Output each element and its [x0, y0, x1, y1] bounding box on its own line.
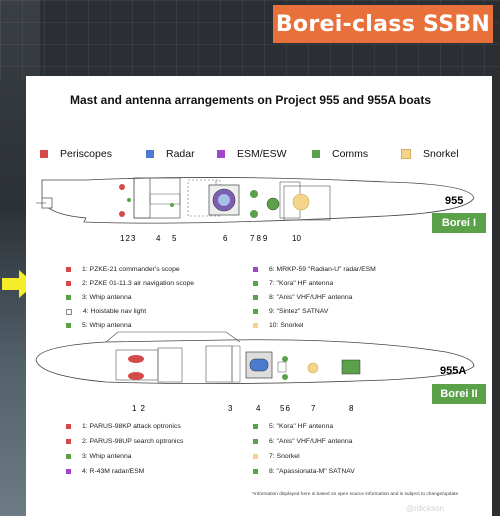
legend: Periscopes Radar ESM/ESW Comms Snorkel [40, 148, 480, 162]
boat2-num-12: 12 [132, 404, 149, 413]
mast-8-satnav [341, 359, 361, 375]
legend-swatch [146, 150, 154, 158]
boat2-num-56: 56 [280, 404, 291, 413]
list-item: 5: Whip antenna [66, 322, 132, 329]
mast-1-periscope [119, 184, 125, 190]
list-marker [66, 308, 72, 315]
boat1-class-tag: Borei I [432, 213, 486, 233]
boat1-num-4: 4 [156, 234, 161, 243]
footnote: *Information displayed here is based on … [252, 492, 459, 497]
list-item: 6: "Anis" VHF/UHF antenna [253, 438, 352, 445]
list-marker [66, 424, 71, 429]
list-marker [66, 295, 71, 300]
legend-item-radar: Radar [146, 148, 195, 160]
list-marker [253, 424, 258, 429]
list-marker [253, 309, 258, 314]
boat-955a-diagram [35, 331, 475, 384]
legend-label: Snorkel [423, 148, 459, 160]
list-item: 8: "Apassionata-M" SATNAV [253, 468, 355, 475]
list-marker [66, 323, 71, 328]
list-item: 4: Hoistable nav light [66, 308, 146, 315]
list-item: 1: PZKE-21 commander's scope [66, 266, 180, 273]
mast-5-whip [170, 203, 174, 207]
panel-title: Mast and antenna arrangements on Project… [70, 93, 431, 107]
list-item: 8: "Anis" VHF/UHF antenna [253, 294, 352, 301]
boat1-num-10: 10 [292, 234, 301, 243]
list-marker [253, 281, 258, 286]
watermark: @rdickson [406, 504, 444, 513]
header-title: Borei-class SSBN [273, 5, 493, 43]
mast-5-kora [282, 356, 288, 362]
legend-item-comms: Comms [312, 148, 368, 160]
list-item: 7: "Kora" HF antenna [253, 280, 333, 287]
list-marker [66, 454, 71, 459]
boat1-num-6: 6 [223, 234, 228, 243]
legend-swatch [312, 150, 320, 158]
mast-9-satnav [266, 197, 280, 211]
list-item: 1: PARUS-98KP attack optronics [66, 423, 181, 430]
list-marker [66, 267, 71, 272]
boat2-num-7: 7 [311, 404, 316, 413]
mast-10-snorkel [292, 193, 310, 211]
boat1-project: 955 [445, 195, 464, 207]
list-item: 2: PARUS-98UP search optronics [66, 438, 183, 445]
legend-label: Periscopes [60, 148, 112, 160]
list-marker [253, 439, 258, 444]
list-marker [253, 454, 258, 459]
legend-label: Comms [332, 148, 369, 160]
list-item: 7: Snorkel [253, 453, 300, 460]
boat2-project: 955A [440, 365, 467, 377]
legend-swatch [217, 150, 225, 158]
mast-2-periscope [119, 211, 125, 217]
legend-swatch [401, 149, 411, 159]
boat2-num-3: 3 [228, 404, 233, 413]
mast-3-whip [127, 198, 131, 202]
boat1-num-789: 789 [250, 234, 270, 243]
mast-4-radar [249, 358, 269, 372]
legend-swatch [40, 150, 48, 158]
list-marker [253, 267, 258, 272]
boat2-num-4: 4 [256, 404, 261, 413]
list-marker [66, 439, 71, 444]
legend-label: ESM/ESW [237, 148, 287, 160]
mast-8-anis [250, 210, 258, 218]
list-item: 9: "Sintez" SATNAV [253, 308, 328, 315]
list-item: 10: Snorkel [253, 322, 303, 329]
list-marker [253, 295, 258, 300]
boat1-num-5: 5 [172, 234, 177, 243]
boat2-num-8: 8 [349, 404, 354, 413]
list-item: 2: PZKE 01-11.3 air navigation scope [66, 280, 194, 287]
list-item: 5: "Kora" HF antenna [253, 423, 333, 430]
list-item: 6: MRKP-59 "Radian-U" radar/ESM [253, 266, 376, 273]
boat-955-diagram [36, 177, 475, 224]
list-item: 3: Whip antenna [66, 453, 132, 460]
list-marker [66, 281, 71, 286]
legend-item-snorkel: Snorkel [401, 148, 459, 160]
list-marker [66, 469, 71, 474]
list-marker [253, 469, 258, 474]
mast-7-kora [250, 190, 258, 198]
list-item: 4: R-43M radar/ESM [66, 468, 144, 475]
boat2-class-tag: Borei II [432, 384, 486, 404]
diagram-panel: Mast and antenna arrangements on Project… [26, 76, 492, 516]
mast-6-anis [282, 374, 288, 380]
mast-7-snorkel [307, 362, 319, 374]
legend-item-esm: ESM/ESW [217, 148, 287, 160]
legend-label: Radar [166, 148, 195, 160]
legend-item-periscopes: Periscopes [40, 148, 112, 160]
list-marker [253, 323, 258, 328]
boat1-mast-numbers: 123 [120, 234, 137, 243]
list-item: 3: Whip antenna [66, 294, 132, 301]
